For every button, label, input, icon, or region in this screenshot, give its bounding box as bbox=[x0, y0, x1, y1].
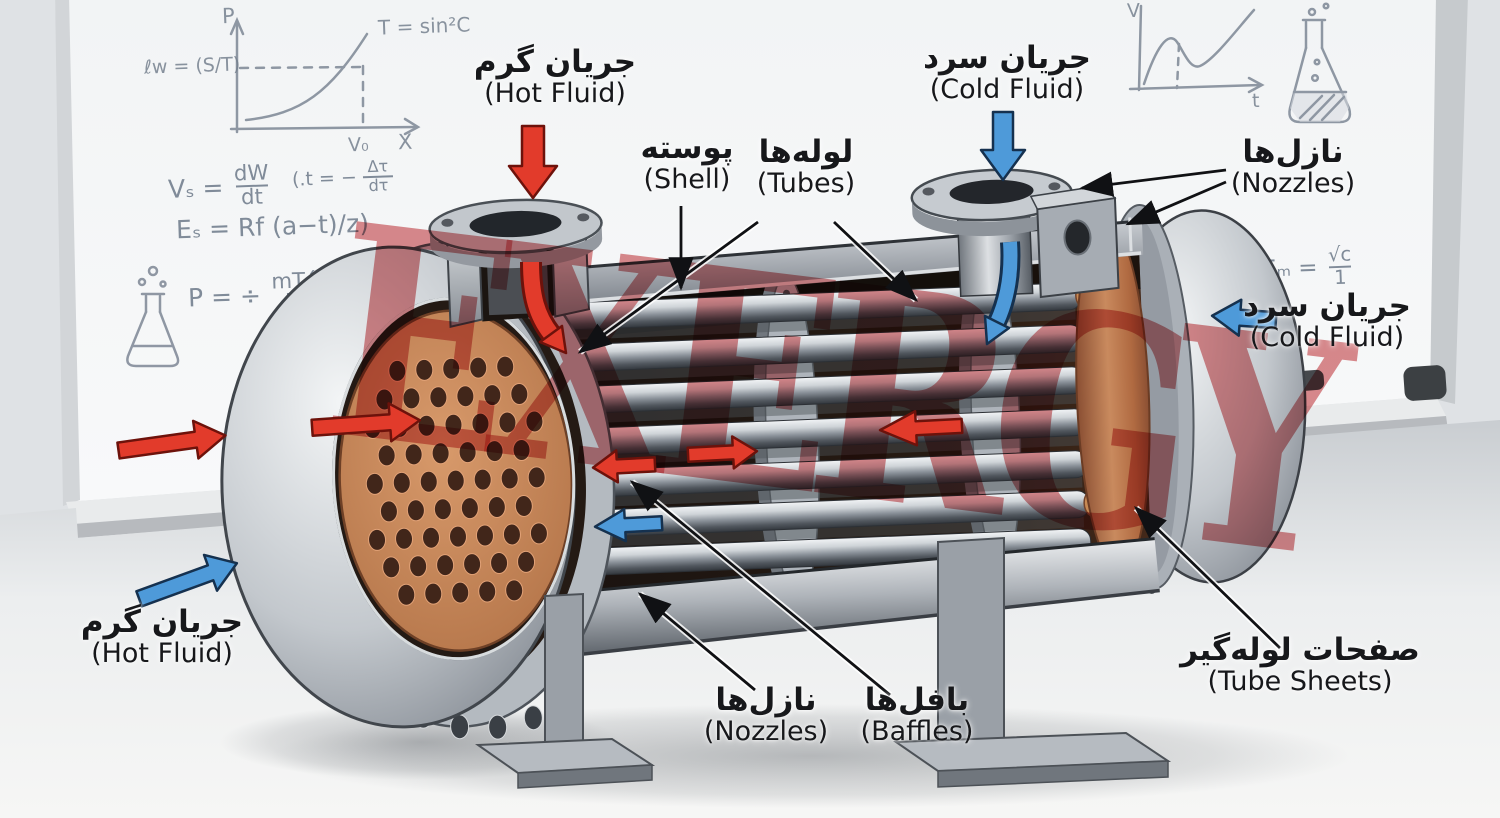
label-hot-fluid-top: جریان گرم (Hot Fluid) bbox=[473, 44, 637, 110]
label-hot-fluid-bottom: جریان گرم (Hot Fluid) bbox=[80, 604, 244, 670]
tube-sheet-perforations bbox=[363, 355, 548, 606]
hot-entry-curved-arrow-icon bbox=[520, 261, 568, 355]
tubes-leader-2 bbox=[833, 220, 919, 302]
tube-sheets-leader bbox=[1133, 506, 1281, 650]
label-cold-fluid-right: جریان سرد (Cold Fluid) bbox=[1243, 288, 1411, 354]
label-baffles: بافل‌ها (Baffles) bbox=[860, 682, 974, 748]
vt-graph-curve bbox=[1142, 8, 1256, 86]
flask-sketch-left bbox=[126, 265, 180, 368]
vt-graph-y-axis bbox=[1137, 4, 1143, 92]
tubes-leader-1 bbox=[577, 220, 759, 354]
tube-flow-arrow-left2-icon bbox=[878, 410, 964, 447]
flask-sketch-right bbox=[1288, 2, 1352, 124]
hot-into-head-arrow-icon bbox=[310, 402, 422, 443]
support-saddle-left bbox=[475, 592, 656, 789]
cold-entry-curved-arrow-icon bbox=[983, 241, 1021, 346]
label-nozzles-right: نازل‌ها (Nozzles) bbox=[1230, 134, 1356, 200]
baffles-leader bbox=[629, 480, 891, 697]
cold-inlet-arrow-icon bbox=[979, 110, 1027, 182]
nozzle-bracket bbox=[1029, 184, 1120, 299]
hot-side-arrow-icon bbox=[116, 419, 227, 460]
label-tube-sheets: صفحات لوله‌گیر (Tube Sheets) bbox=[1180, 632, 1420, 698]
label-tubes: لوله‌ها (Tubes) bbox=[756, 134, 856, 200]
nozzles-right-leader-2 bbox=[1125, 180, 1227, 226]
vt-graph-x-axis bbox=[1247, 76, 1265, 94]
cold-side-arrow-icon bbox=[1210, 298, 1278, 337]
label-shell: پوسته (Shell) bbox=[640, 130, 734, 196]
whiteboard-frame-right bbox=[1430, 0, 1468, 404]
board-corner-bracket bbox=[1403, 365, 1447, 401]
nozzles-bottom-leader bbox=[637, 592, 756, 692]
whiteboard-frame-left bbox=[55, 0, 80, 506]
label-cold-fluid-top: جریان سرد (Cold Fluid) bbox=[923, 40, 1091, 106]
px-graph-curve bbox=[244, 32, 369, 122]
nozzles-right-leader-1 bbox=[1079, 168, 1227, 197]
tube-flow-arrow-left-icon bbox=[591, 449, 657, 484]
px-graph-x-axis bbox=[403, 117, 421, 136]
label-nozzles-bottom: نازل‌ها (Nozzles) bbox=[703, 682, 829, 748]
support-saddle-right bbox=[892, 536, 1172, 788]
tube-flow-arrow-right-icon bbox=[686, 435, 759, 470]
hot-inlet-arrow-icon bbox=[507, 124, 559, 200]
shell-flow-arrow-icon bbox=[593, 507, 664, 543]
hot-outlet-arrow-icon bbox=[135, 553, 239, 608]
